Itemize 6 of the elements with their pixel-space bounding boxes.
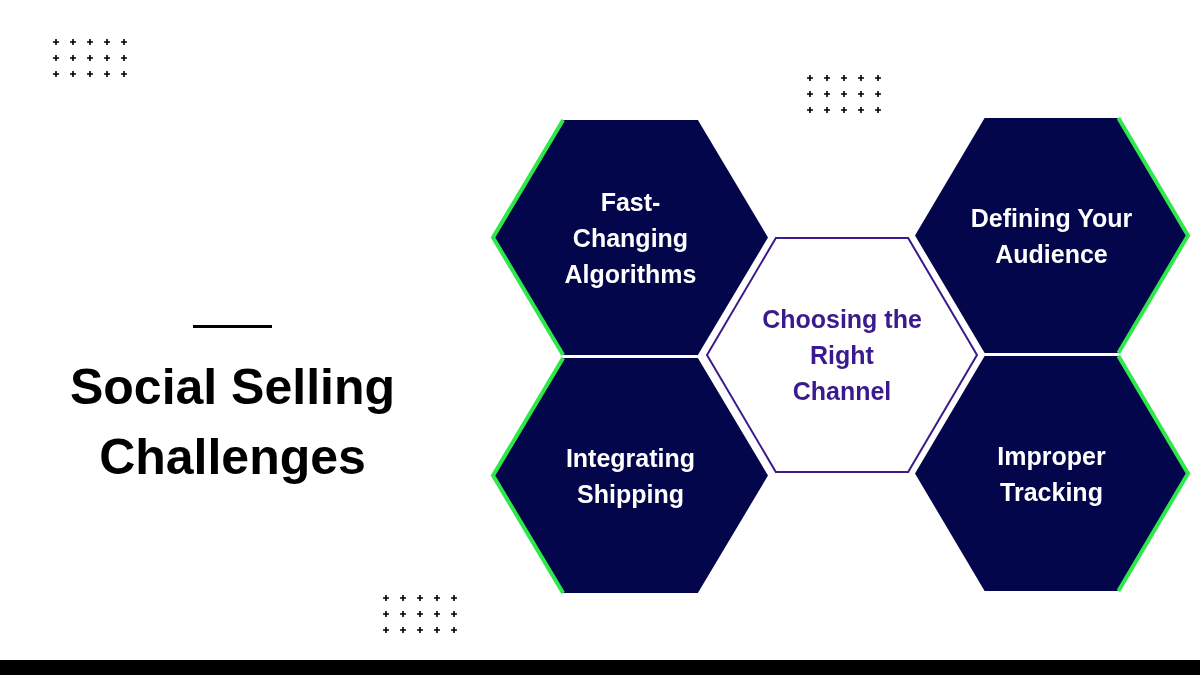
hexagon-label: Defining Your Audience bbox=[969, 202, 1134, 270]
hexagon-label: Choosing the Right Channel bbox=[761, 304, 923, 407]
hexagon-label: Fast-Changing Algorithms bbox=[563, 186, 698, 290]
hexagon-label: Integrating Shipping bbox=[564, 442, 697, 510]
title: Social Selling Challenges bbox=[68, 358, 397, 487]
hexagon-label: Improper Tracking bbox=[996, 440, 1107, 508]
